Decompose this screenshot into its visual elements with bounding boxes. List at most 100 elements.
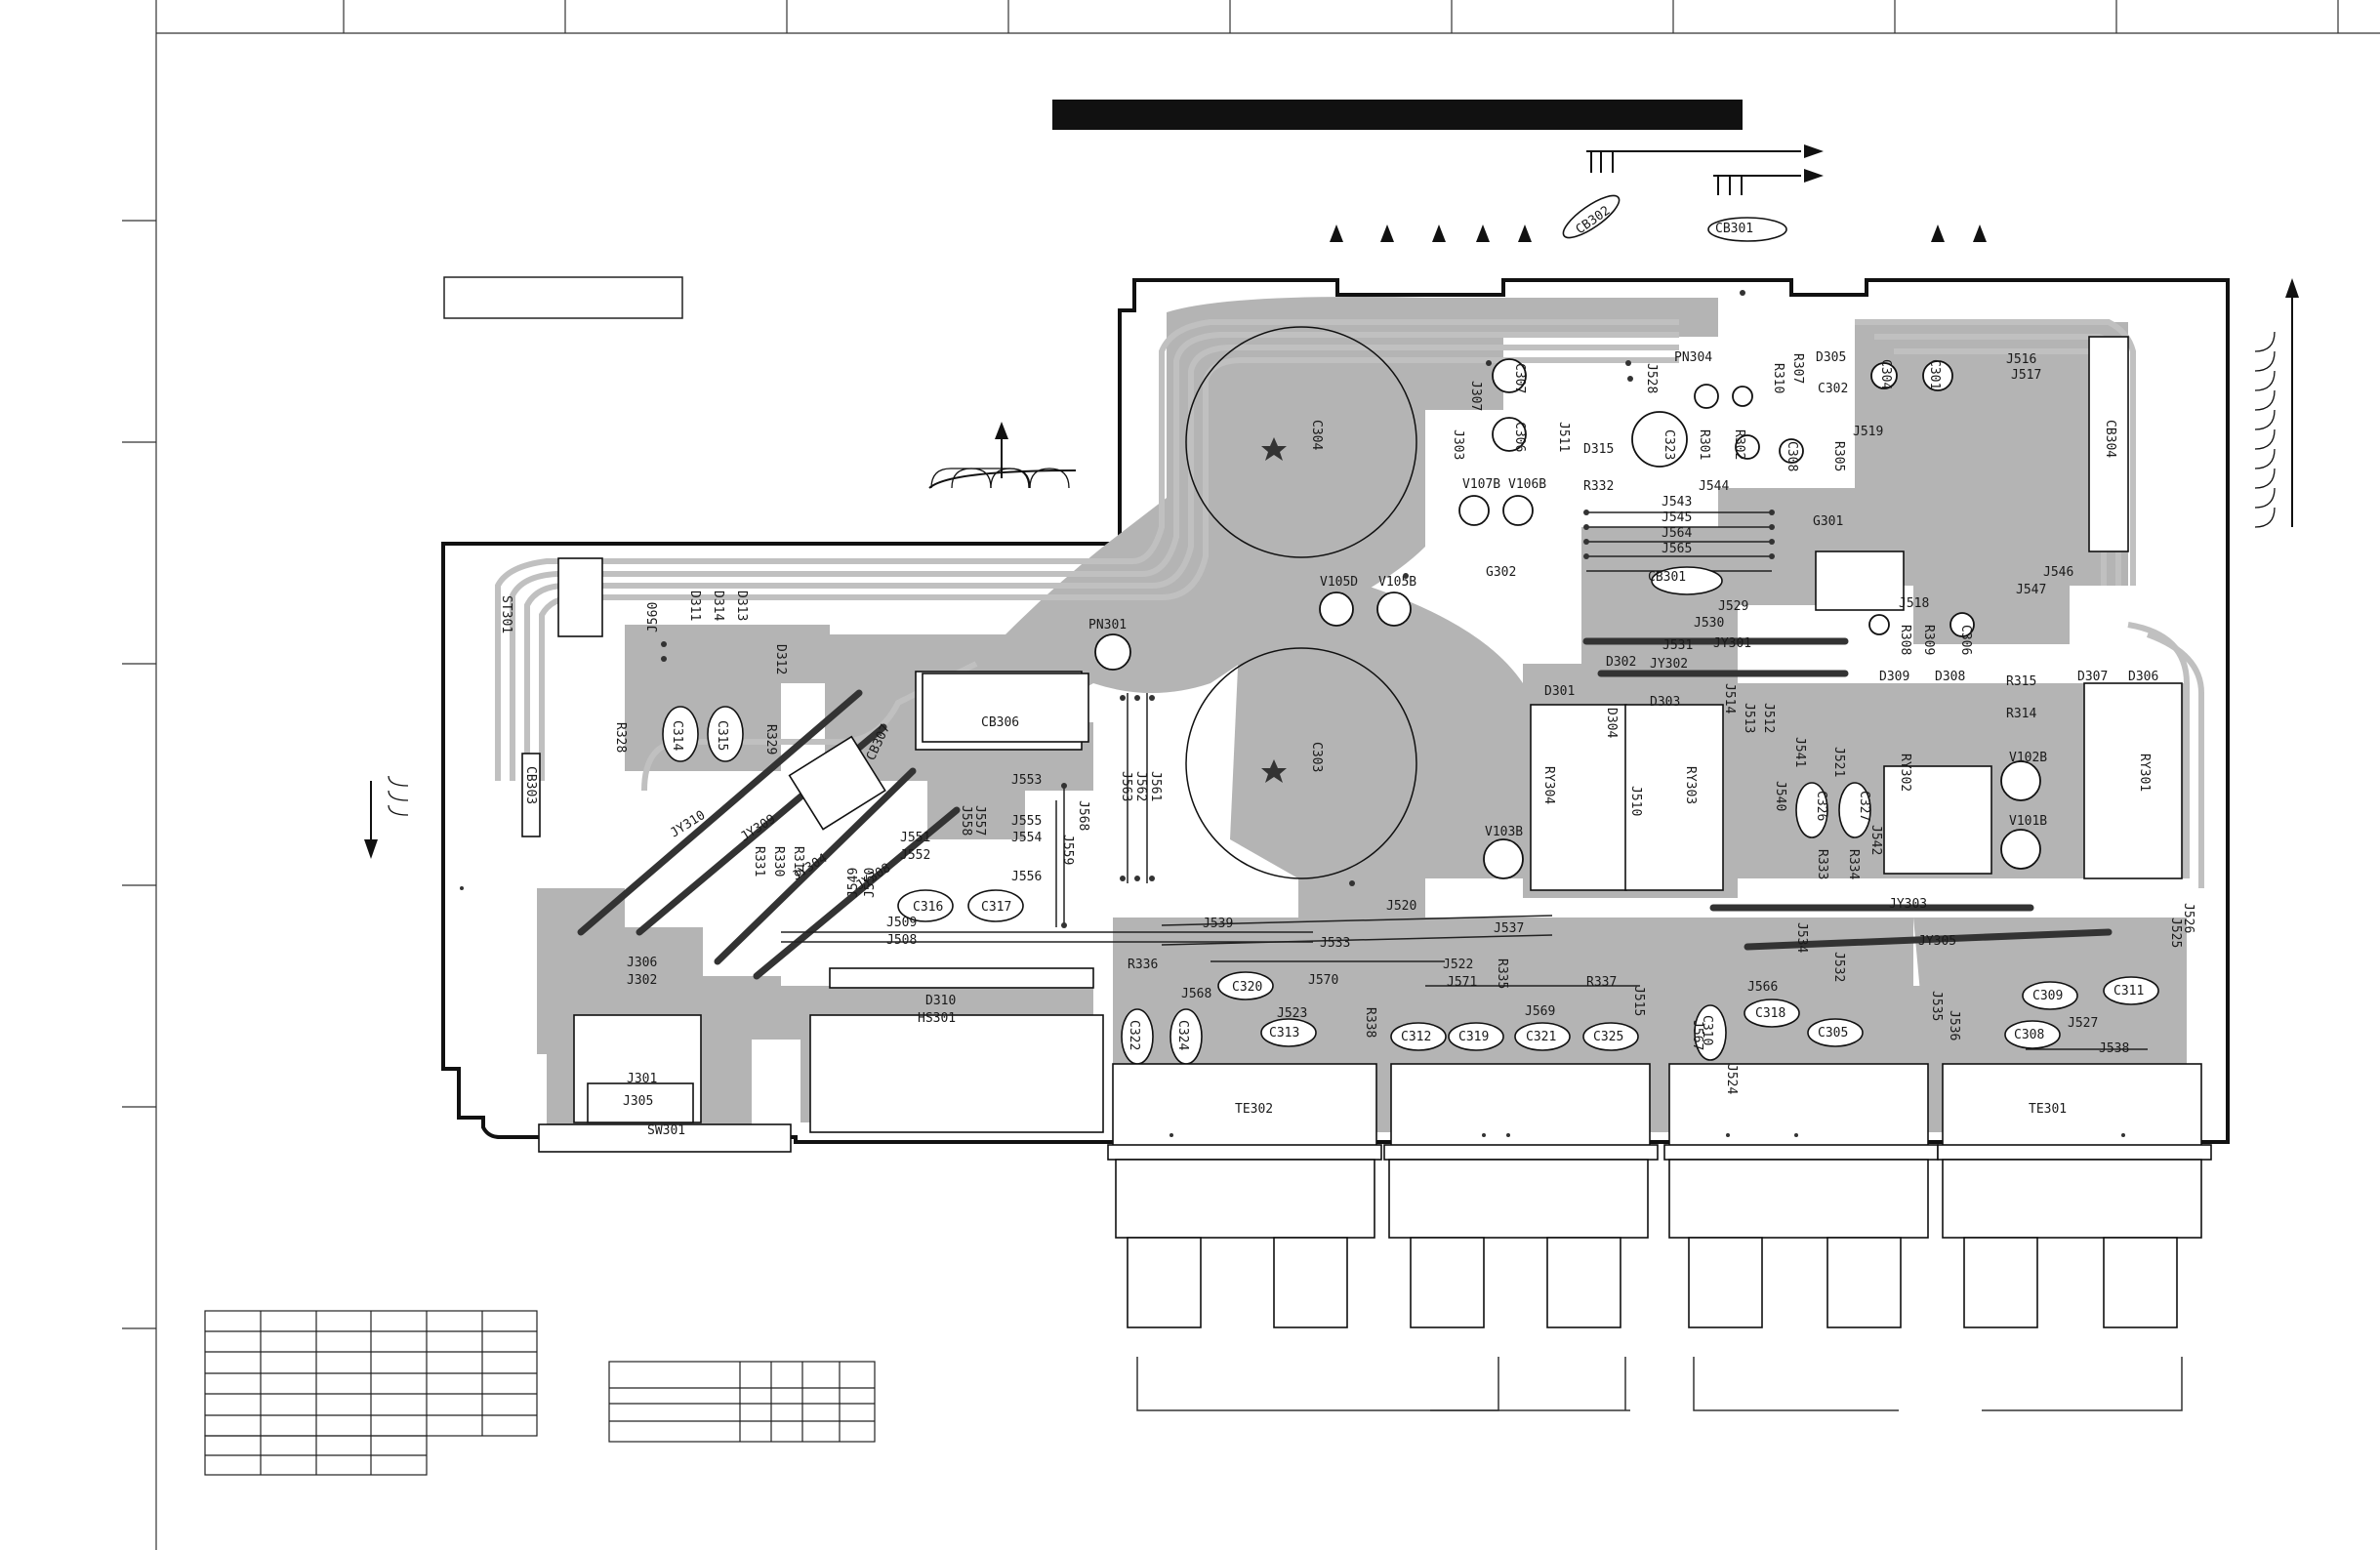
label-j537: J537 <box>1494 921 1524 936</box>
arrow-heads <box>364 144 2299 859</box>
label-j568: J568 <box>1076 800 1090 831</box>
label-j561: J561 <box>1148 771 1163 801</box>
label-hs301: HS301 <box>918 1011 956 1026</box>
label-d302: D302 <box>1606 655 1636 670</box>
label-c305: C305 <box>1818 1026 1848 1040</box>
label-c322: C322 <box>1127 1020 1141 1050</box>
label-r309: R309 <box>1921 625 1936 655</box>
label-g302: G302 <box>1486 565 1516 580</box>
label-j520: J520 <box>1386 899 1416 914</box>
label-j509: J509 <box>886 916 917 930</box>
label-j532: J532 <box>1831 952 1846 982</box>
label-j558: J558 <box>959 805 973 836</box>
label-d308: D308 <box>1935 670 1965 684</box>
label-cb303: CB303 <box>523 766 538 804</box>
label-j307: J307 <box>1468 381 1483 411</box>
title-bar <box>1052 100 1743 130</box>
cap-stars <box>1261 437 1287 783</box>
label-r332: R332 <box>1583 479 1614 494</box>
label-j546: J546 <box>2043 565 2073 580</box>
label-sw301: SW301 <box>647 1123 685 1138</box>
label-j555: J555 <box>1011 814 1042 829</box>
label-c324: C324 <box>1175 1020 1190 1050</box>
label-c302: C302 <box>1818 382 1848 396</box>
connection-arrows <box>370 150 2293 849</box>
label-j528: J528 <box>1644 363 1659 393</box>
label-r315: R315 <box>2006 674 2036 689</box>
label-j571: J571 <box>1447 975 1477 990</box>
label-c306b: C306 <box>1958 625 1973 655</box>
label-r310: R310 <box>1771 363 1785 393</box>
label-c319: C319 <box>1458 1030 1489 1044</box>
label-j535: J535 <box>1929 991 1944 1021</box>
label-j564: J564 <box>1662 526 1692 541</box>
label-j525: J525 <box>2168 918 2183 948</box>
label-jy303: JY303 <box>1889 897 1927 912</box>
label-d303: D303 <box>1650 695 1680 710</box>
label-r331: R331 <box>752 846 766 877</box>
label-j568b: J568 <box>1181 987 1211 1001</box>
label-c304b: C304 <box>1878 359 1893 389</box>
label-ry301: RY301 <box>2137 754 2152 792</box>
label-v102b: V102B <box>2009 751 2047 765</box>
label-r330: R330 <box>771 846 786 877</box>
label-j569: J569 <box>1525 1004 1555 1019</box>
label-c318: C318 <box>1755 1006 1785 1021</box>
label-j553: J553 <box>1011 773 1042 788</box>
label-c304: C304 <box>1309 420 1324 450</box>
label-j518: J518 <box>1899 596 1929 611</box>
label-jy302: JY302 <box>1650 657 1688 672</box>
label-j522: J522 <box>1443 958 1473 972</box>
label-d304: D304 <box>1604 708 1619 738</box>
jumper-bars <box>577 637 2113 980</box>
label-r307: R307 <box>1790 353 1805 384</box>
label-c321: C321 <box>1526 1030 1556 1044</box>
label-j551: J551 <box>900 831 930 845</box>
label-j514: J514 <box>1722 683 1737 714</box>
label-v105b: V105B <box>1378 575 1416 590</box>
label-v106b: V106B <box>1508 477 1546 492</box>
label-j519: J519 <box>1853 425 1883 439</box>
label-j512: J512 <box>1761 703 1776 733</box>
label-r308: R308 <box>1898 625 1912 655</box>
large-capacitors <box>1185 326 1417 879</box>
label-g301: G301 <box>1813 514 1843 529</box>
label-j521: J521 <box>1831 747 1846 777</box>
label-j530: J530 <box>1694 616 1724 631</box>
label-r337: R337 <box>1586 975 1617 990</box>
label-j570: J570 <box>1308 973 1338 988</box>
label-v105d: V105D <box>1320 575 1358 590</box>
bundle-lines <box>388 331 2276 816</box>
thin-jumpers <box>781 511 2148 1050</box>
label-c326: C326 <box>1814 791 1828 821</box>
label-j542: J542 <box>1868 825 1883 855</box>
label-c315: C315 <box>715 720 729 751</box>
label-cb306: CB306 <box>981 715 1019 730</box>
label-j534: J534 <box>1794 922 1809 953</box>
label-j511: J511 <box>1556 422 1571 452</box>
label-r336: R336 <box>1128 958 1158 972</box>
terminal-blocks <box>1107 1063 2212 1328</box>
label-v101b: V101B <box>2009 814 2047 829</box>
label-j523: J523 <box>1277 1006 1307 1021</box>
label-j544: J544 <box>1699 479 1729 494</box>
label-j549: J549 <box>846 868 861 898</box>
label-ry303: RY303 <box>1683 766 1698 804</box>
label-d307: D307 <box>2077 670 2108 684</box>
label-j305: J305 <box>623 1094 653 1109</box>
label-d310: D310 <box>925 994 956 1008</box>
label-c303: C303 <box>1309 742 1324 772</box>
label-d301: D301 <box>1544 684 1575 699</box>
label-j527: J527 <box>2068 1016 2098 1031</box>
label-j547: J547 <box>2016 583 2046 597</box>
label-c308b: C308 <box>2014 1028 2044 1042</box>
label-j556: J556 <box>1011 870 1042 884</box>
label-r335: R335 <box>1495 959 1509 989</box>
label-j567: J567 <box>1690 1020 1704 1050</box>
label-c310: C310 <box>1700 1015 1714 1045</box>
label-v103b: V103B <box>1485 825 1523 839</box>
label-d306: D306 <box>2128 670 2158 684</box>
label-d315: D315 <box>1583 442 1614 457</box>
label-j302: J302 <box>627 973 657 988</box>
